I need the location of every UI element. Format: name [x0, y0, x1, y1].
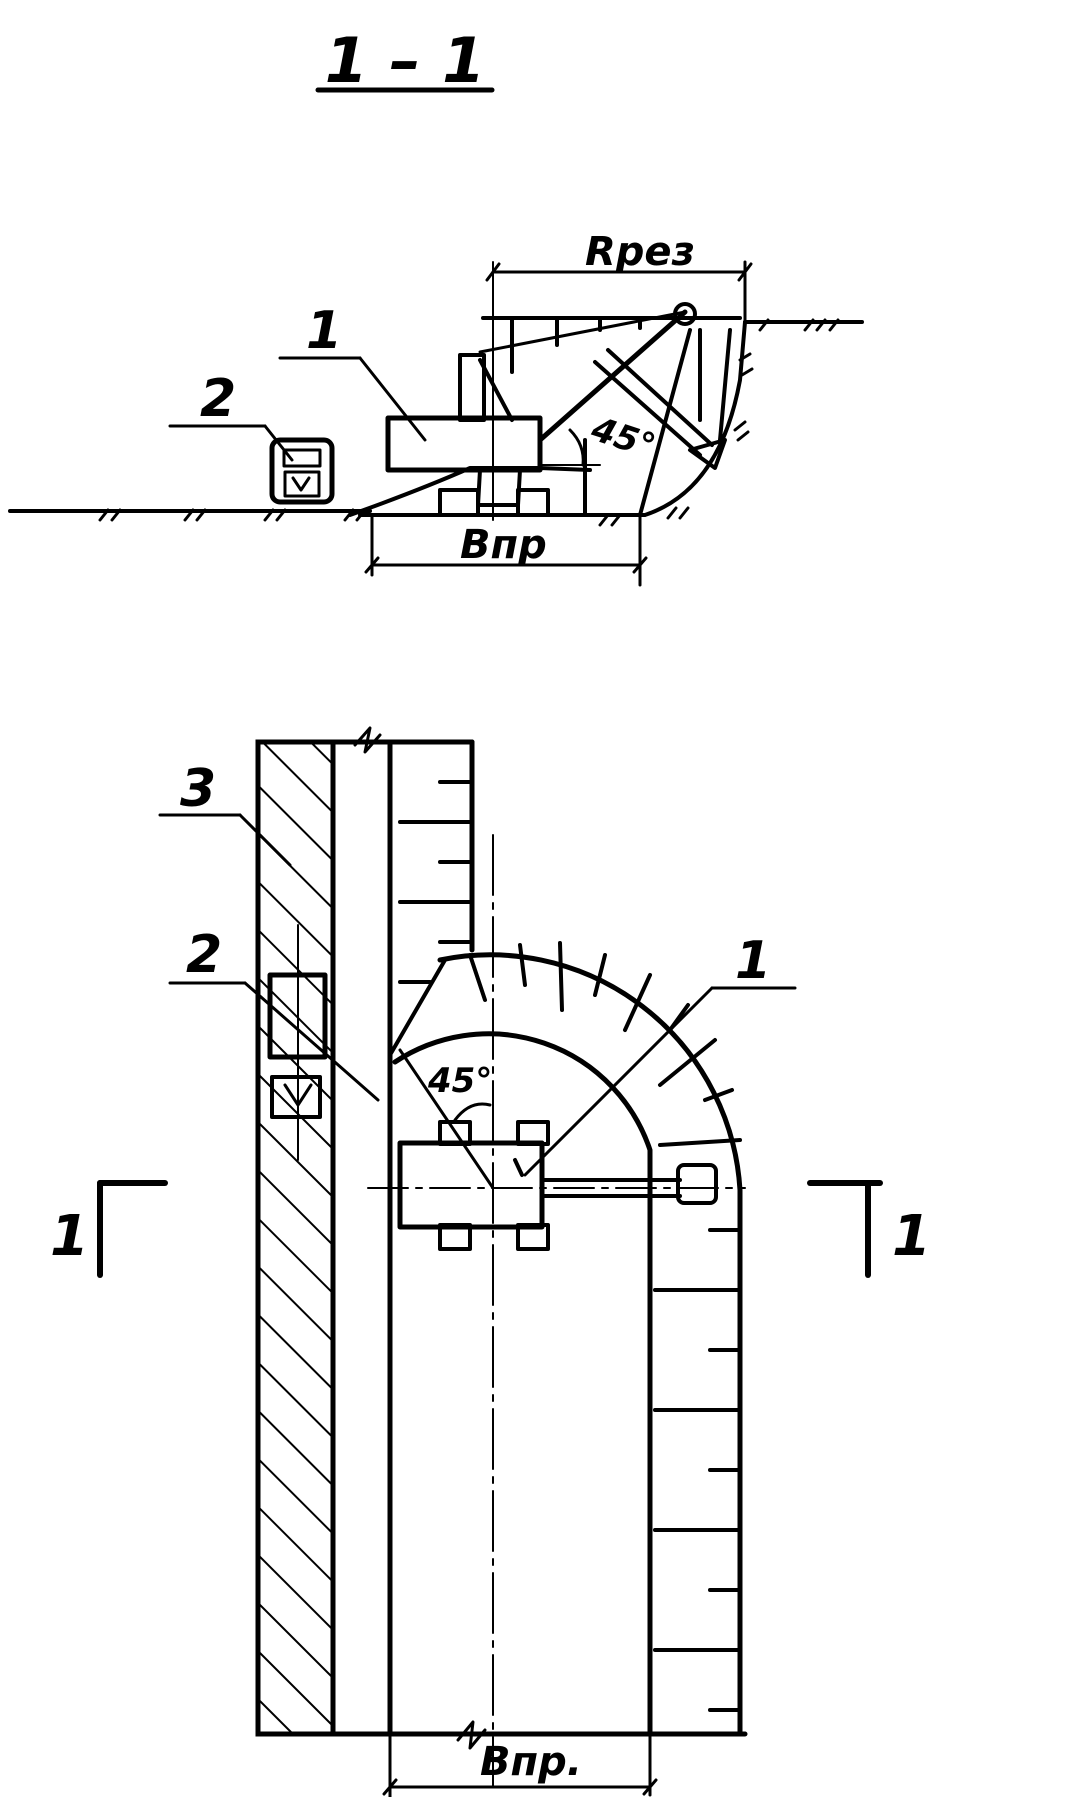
angle-arc-top	[568, 428, 585, 467]
callout-2-top: 2	[200, 369, 236, 429]
callout-leader-2-top-slant	[263, 424, 294, 462]
slope-ticks-arc	[468, 941, 742, 1147]
dim-label-width-plan: Впр.	[480, 1739, 582, 1785]
angle-arc-plan	[453, 1102, 492, 1122]
dimension-width-plan	[382, 1732, 658, 1797]
dim-label-radius-top: Rрез	[585, 229, 695, 275]
dump-truck-plan	[267, 924, 328, 1161]
plan-view: 45° 3 2 1 1 1	[50, 726, 931, 1797]
excavator-cable	[478, 310, 687, 354]
dimension-width-top	[364, 513, 648, 587]
angle-ray-45	[398, 1048, 495, 1190]
callout-3: 3	[180, 759, 216, 819]
callout-leader-1-top-slant	[358, 356, 427, 442]
slope-arc-join	[388, 958, 447, 1057]
cross-section-view: 45° 1 2 Rрез Впр	[8, 229, 864, 587]
callout-1-plan: 1	[735, 931, 771, 991]
section-title: 1 – 1	[325, 24, 485, 97]
slope-ticks-right	[653, 1228, 742, 1712]
slope-face-lines	[481, 316, 742, 517]
excavator-plan-cab-mark	[513, 1158, 524, 1177]
dimension-radius-top	[485, 260, 753, 324]
excavator-plan-boom	[540, 1178, 682, 1198]
dim-label-width-top: Впр	[460, 522, 547, 568]
excavator-track-right	[516, 488, 550, 517]
hatched-zone	[255, 739, 336, 1737]
callout-leader-3-slant	[238, 813, 292, 867]
excavator-bucket	[688, 438, 727, 470]
excavator-body	[385, 415, 543, 473]
excavator-plan-bucket	[676, 1163, 718, 1205]
callout-2-plan: 2	[186, 925, 222, 985]
excavator-dipper-stick	[593, 348, 714, 457]
excavator-cab	[458, 353, 486, 422]
excavator-plan-track-4	[438, 1120, 472, 1146]
excavator-plan-track-3	[516, 1120, 550, 1146]
angle-label-top: 45°	[586, 409, 660, 467]
excavator-plan-track-1	[438, 1223, 472, 1251]
break-mark-bottom	[456, 1720, 487, 1750]
callout-leader-1-plan-slant	[523, 986, 714, 1177]
excavator-track-left	[438, 488, 480, 517]
angle-label-plan: 45°	[427, 1061, 492, 1101]
callout-1-top: 1	[306, 301, 342, 361]
slope-inner-arc	[392, 1031, 653, 1737]
callout-leader-2-plan-slant	[243, 981, 380, 1102]
section-mark-left-symbol	[97, 1180, 168, 1278]
section-mark-left: 1	[50, 1204, 89, 1269]
section-mark-right-symbol	[807, 1180, 883, 1278]
excavator-plan-track-2	[516, 1223, 550, 1251]
slope-ticks-strip	[398, 780, 474, 984]
break-mark-top	[353, 726, 382, 754]
section-mark-right: 1	[892, 1204, 931, 1269]
excavator-turntable	[476, 468, 522, 507]
excavator-mast	[478, 358, 514, 422]
boom-pulley	[673, 302, 697, 326]
dump-truck-side	[269, 437, 335, 505]
